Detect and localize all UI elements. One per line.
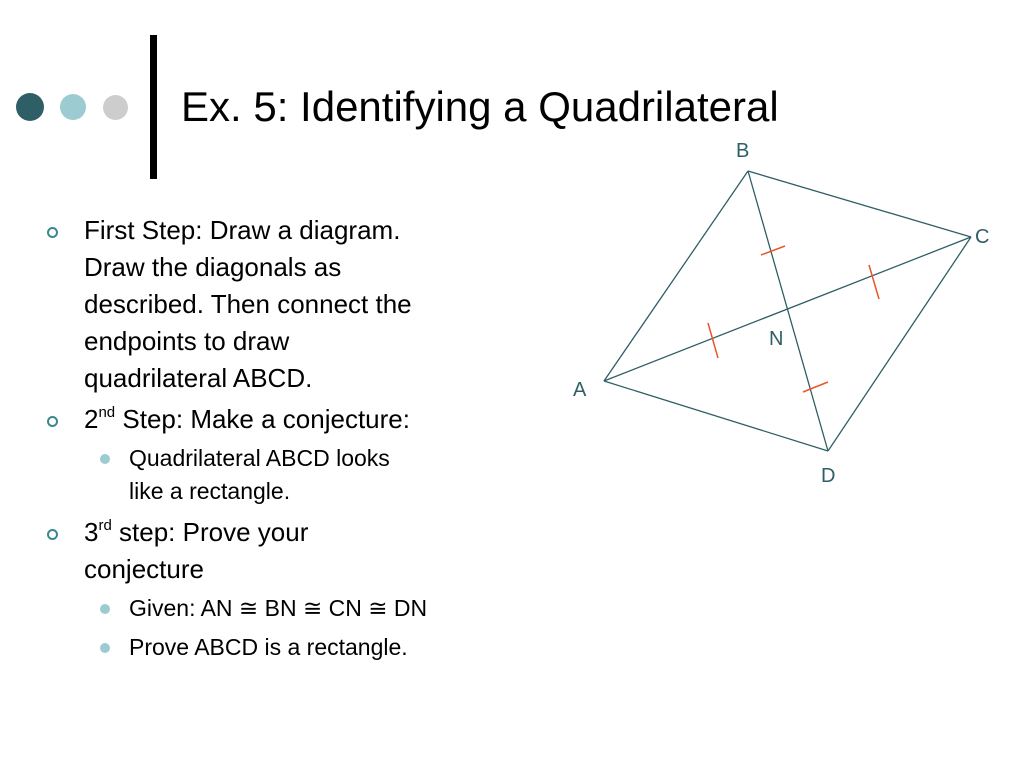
step-text: step: Prove your (111, 517, 309, 547)
bullet-line: quadrilateral ABCD. (84, 363, 313, 393)
side-cd (827, 236, 972, 452)
tick-mark-cn (868, 264, 880, 300)
bullet-list: First Step: Draw a diagram. Draw the dia… (40, 212, 510, 670)
side-ab (603, 170, 749, 382)
step-ordinal: rd (98, 517, 112, 534)
title-divider (150, 35, 157, 179)
bullet-first-step: First Step: Draw a diagram. Draw the dia… (40, 212, 510, 397)
bullet-line: First Step: Draw a diagram. (84, 215, 401, 245)
tick-mark-bn (760, 245, 786, 256)
step-text: Step: Make a conjecture: (115, 404, 410, 434)
diagonal-bd (747, 170, 829, 452)
bullet-line: Draw the diagonals as (84, 252, 342, 282)
vertex-label-b: B (736, 140, 749, 162)
slide-title: Ex. 5: Identifying a Quadrilateral (181, 83, 779, 130)
sub-bullet-line: Quadrilateral ABCD looks (129, 445, 390, 471)
tick-mark-dn (802, 381, 829, 393)
bullet-line: endpoints to draw (84, 326, 290, 356)
vertex-label-a: A (573, 379, 587, 401)
vertex-label-c: C (975, 226, 989, 248)
decorative-dot-gray (103, 95, 128, 120)
decorative-dot-dark (16, 93, 44, 121)
tick-mark-an (707, 322, 719, 359)
step-number: 2 (84, 404, 99, 434)
vertex-label-n: N (769, 328, 783, 350)
sub-bullet-prove: Prove ABCD is a rectangle. (40, 631, 510, 664)
side-da (603, 380, 829, 452)
step-ordinal: nd (98, 404, 116, 421)
side-bc (747, 170, 972, 238)
step-number: 3 (84, 517, 99, 547)
given-statement: Given: AN ≅ BN ≅ CN ≅ DN (129, 595, 428, 621)
sub-bullet-line: like a rectangle. (129, 478, 291, 504)
bullet-line: described. Then connect the (84, 289, 412, 319)
step-text-line2: conjecture (84, 554, 204, 584)
sub-bullet-conjecture: Quadrilateral ABCD looks like a rectangl… (40, 442, 510, 508)
prove-statement: Prove ABCD is a rectangle. (129, 634, 408, 660)
bullet-second-step: 2nd Step: Make a conjecture: (40, 401, 510, 438)
sub-bullet-given: Given: AN ≅ BN ≅ CN ≅ DN (40, 592, 510, 625)
decorative-dot-light (60, 94, 86, 120)
bullet-third-step: 3rd step: Prove your conjecture (40, 514, 510, 588)
vertex-label-d: D (821, 465, 835, 487)
